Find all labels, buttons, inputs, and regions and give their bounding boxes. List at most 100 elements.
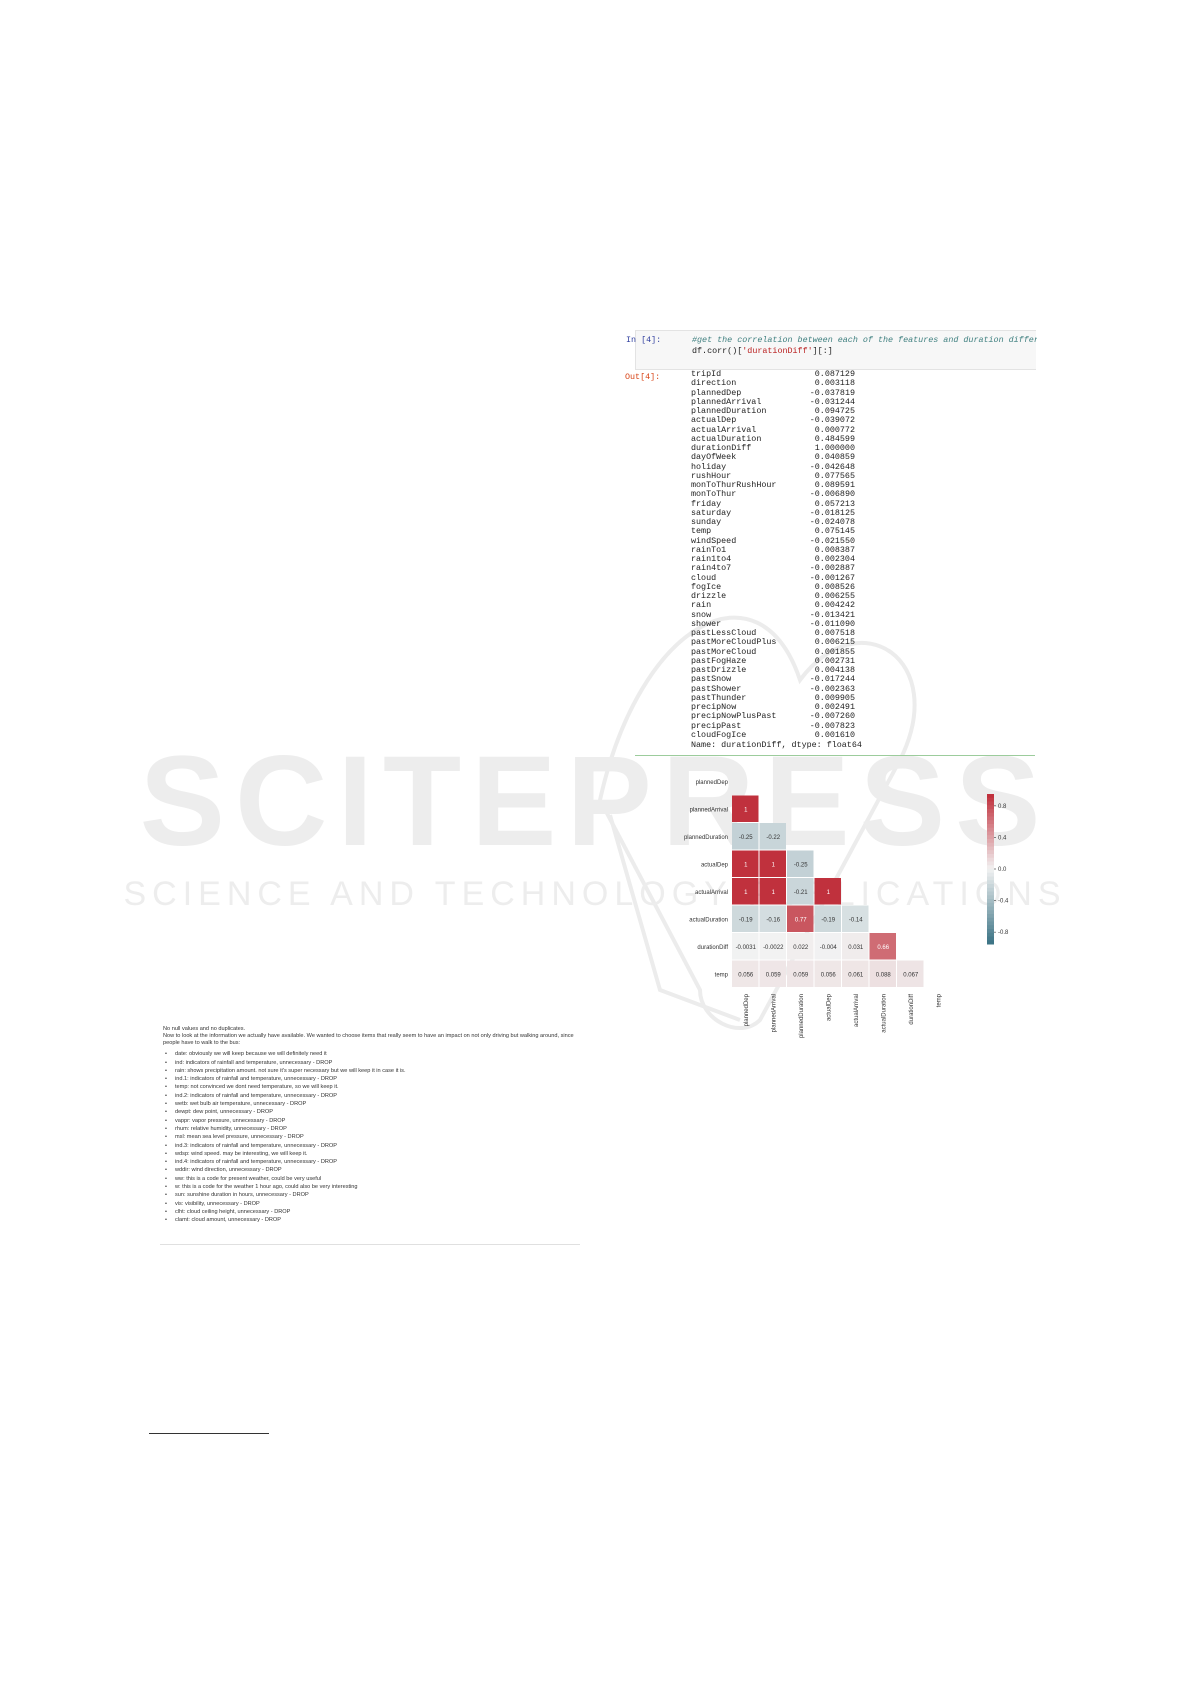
output-feature-value: 0.077565 — [814, 470, 855, 481]
output-feature-value: 0.001610 — [814, 729, 855, 740]
output-feature-name: rain4to7 — [691, 563, 732, 574]
output-feature-value: -0.037819 — [809, 387, 855, 398]
colorbar-segment — [987, 797, 994, 802]
notes-list-item: temp: not convinced we dont need tempera… — [163, 1083, 583, 1092]
notes-list-item: wetb: wet bulb air temperature, unnecess… — [163, 1100, 583, 1109]
heatmap-cell-value: -0.0022 — [763, 945, 784, 951]
colorbar-segment — [987, 839, 994, 844]
heatmap-cell-value: 0.031 — [848, 945, 864, 951]
code-editor[interactable]: #get the correlation between each of the… — [692, 335, 1037, 357]
notes-intro-1: No null values and no duplicates. — [163, 1026, 246, 1032]
output-feature-value: -0.001267 — [809, 572, 855, 583]
heatmap-col-label: plannedDuration — [799, 994, 805, 1038]
colorbar-segment — [987, 850, 994, 855]
heatmap-cell-value: -0.25 — [794, 862, 808, 868]
output-feature-value: 0.008387 — [814, 544, 855, 555]
colorbar-segment — [987, 925, 994, 930]
code-prefix: df.corr()[ — [692, 346, 743, 356]
heatmap-row-label: actualArrival — [695, 890, 728, 896]
notes-list-item: ind: indicators of rainfall and temperat… — [163, 1059, 583, 1068]
output-row: windSpeed-0.021550 — [691, 535, 891, 546]
colorbar-segment — [987, 854, 994, 859]
colorbar-segment — [987, 865, 994, 870]
output-row: monToThur-0.006890 — [691, 489, 891, 500]
colorbar-segment — [987, 820, 994, 825]
colorbar-tick-label: 0.0 — [998, 867, 1007, 873]
output-feature-value: -0.031244 — [809, 396, 855, 407]
notes-list-item: clamt: cloud amount, unnecessary - DROP — [163, 1216, 583, 1225]
code-comment: #get the correlation between each of the… — [692, 335, 1037, 345]
output-feature-name: sunday — [691, 517, 722, 527]
output-feature-name: snow — [691, 609, 712, 620]
output-feature-value: -0.039072 — [809, 415, 855, 426]
notes-list-item: dewpt: dew point, unnecessary - DROP — [163, 1108, 583, 1117]
heatmap-cell-value: 0.061 — [848, 972, 864, 978]
output-feature-value: 0.006255 — [814, 591, 855, 601]
colorbar-segment — [987, 914, 994, 919]
output-feature-name: direction — [691, 378, 737, 389]
output-feature-value: 0.000772 — [814, 424, 855, 435]
heatmap-cell-value: 0.059 — [766, 972, 782, 978]
colorbar-tick-label: -0.4 — [998, 899, 1009, 905]
colorbar-segment — [987, 921, 994, 926]
input-prompt: In [4]: — [626, 335, 662, 345]
heatmap-row-label: plannedDuration — [684, 835, 728, 841]
heatmap-cell-value: 0.056 — [821, 972, 837, 978]
colorbar-segment — [987, 827, 994, 832]
output-dtype-line: Name: durationDiff, dtype: float64 — [691, 740, 862, 750]
output-feature-name: temp — [691, 526, 712, 537]
output-feature-value: 0.040859 — [814, 452, 855, 463]
heatmap-cell-value: -0.004 — [820, 945, 838, 951]
notes-list-item: clht: cloud ceiling height, unnecessary … — [163, 1208, 583, 1217]
output-feature-name: rain — [691, 600, 712, 611]
output-feature-value: 0.004242 — [814, 600, 855, 611]
colorbar-segment — [987, 801, 994, 806]
colorbar-segment — [987, 824, 994, 829]
output-feature-name: holiday — [691, 461, 727, 472]
heatmap-col-label: plannedArrival — [771, 994, 777, 1032]
colorbar-segment — [987, 932, 994, 937]
code-suffix: ][:] — [812, 346, 833, 356]
heatmap-cell-value: 0.66 — [877, 945, 889, 951]
heatmap-cell-value: 0.056 — [738, 972, 754, 978]
output-feature-name: plannedArrival — [691, 396, 762, 407]
output-feature-value: -0.018125 — [809, 507, 855, 518]
footnote-rule — [149, 1433, 269, 1434]
output-feature-value: -0.024078 — [809, 517, 855, 527]
notes-list-item: sun: sunshine duration in hours, unneces… — [163, 1191, 583, 1200]
notes-list-item: vis: visibility, unnecessary - DROP — [163, 1200, 583, 1209]
heatmap-cell-value: -0.21 — [794, 890, 808, 896]
colorbar-segment — [987, 899, 994, 904]
output-feature-name: windSpeed — [691, 535, 737, 546]
output-row: sunday -0.024078 — [691, 517, 891, 527]
heatmap-row-label: temp — [715, 972, 729, 978]
output-feature-value: 0.087129 — [814, 369, 855, 379]
output-feature-value: 0.002304 — [814, 554, 855, 564]
colorbar-segment — [987, 910, 994, 915]
colorbar-segment — [987, 794, 994, 799]
cell-separator — [635, 755, 1035, 756]
notes-list-item: vappr: vapor pressure, unnecessary - DRO… — [163, 1117, 583, 1126]
colorbar-segment — [987, 835, 994, 840]
output-feature-value: -0.013421 — [809, 609, 855, 620]
heatmap-row-label: actualDuration — [689, 917, 728, 923]
output-feature-name: friday — [691, 498, 722, 509]
notes-intro-2: Now to look at the information we actual… — [163, 1033, 574, 1047]
output-row: holiday-0.042648 — [691, 461, 891, 472]
colorbar-segment — [987, 917, 994, 922]
output-row: saturday-0.018125 — [691, 507, 891, 518]
notes-list-item: rhum: relative humidity, unnecessary - D… — [163, 1125, 583, 1134]
notebook-input-cell[interactable]: In [4]: #get the correlation between eac… — [626, 330, 1037, 370]
colorbar-segment — [987, 805, 994, 810]
output-feature-value: -0.006890 — [809, 489, 855, 500]
heatmap-col-label: actualDep — [826, 993, 832, 1021]
output-feature-value: 1.000000 — [814, 443, 855, 453]
heatmap-cell-value: -0.25 — [739, 835, 753, 841]
output-feature-value: 0.094725 — [814, 406, 855, 416]
notes-list: date: obviously we will keep because we … — [163, 1050, 583, 1225]
